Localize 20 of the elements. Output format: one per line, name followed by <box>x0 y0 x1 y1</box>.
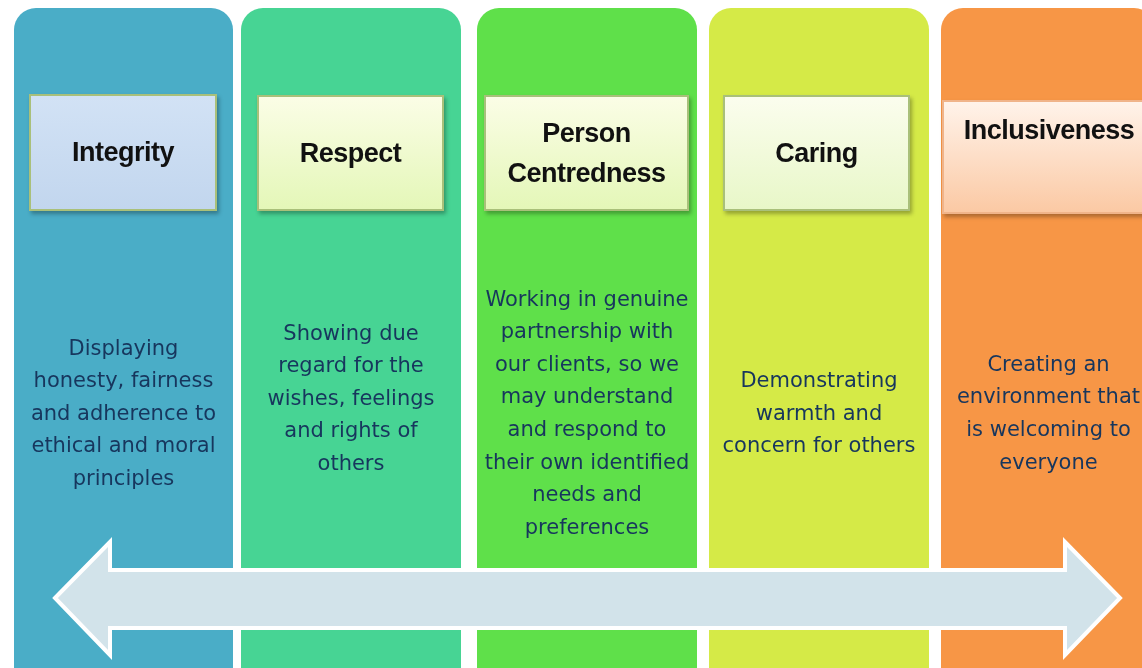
value-column <box>241 8 461 668</box>
value-heading-box <box>942 100 1142 214</box>
value-title: Person Centredness <box>506 116 667 190</box>
value-title: Integrity <box>72 136 174 170</box>
value-title: Respect <box>299 136 402 170</box>
value-description: Displaying honesty, fairness and adherence to ethical and moral principles <box>29 334 218 492</box>
value-title: Inclusiveness <box>963 114 1135 147</box>
value-description: Demonstrating warmth and concern for others <box>721 367 917 460</box>
value-column <box>941 8 1142 668</box>
value-column <box>477 8 697 668</box>
value-heading-box <box>484 95 689 211</box>
value-column <box>14 8 233 668</box>
value-heading-box <box>257 95 444 211</box>
value-title: Caring <box>775 136 858 170</box>
value-description: Working in genuine partnership with our clients, so we may understand and respond to their own identified needs and preferences <box>483 285 691 541</box>
value-description: Creating an environment that is welcoming to everyone <box>955 350 1142 476</box>
value-description: Showing due regard for the wishes, feelings and rights of others <box>266 319 436 477</box>
value-column <box>709 8 929 668</box>
value-heading-box <box>723 95 910 211</box>
value-heading-box <box>29 94 217 211</box>
